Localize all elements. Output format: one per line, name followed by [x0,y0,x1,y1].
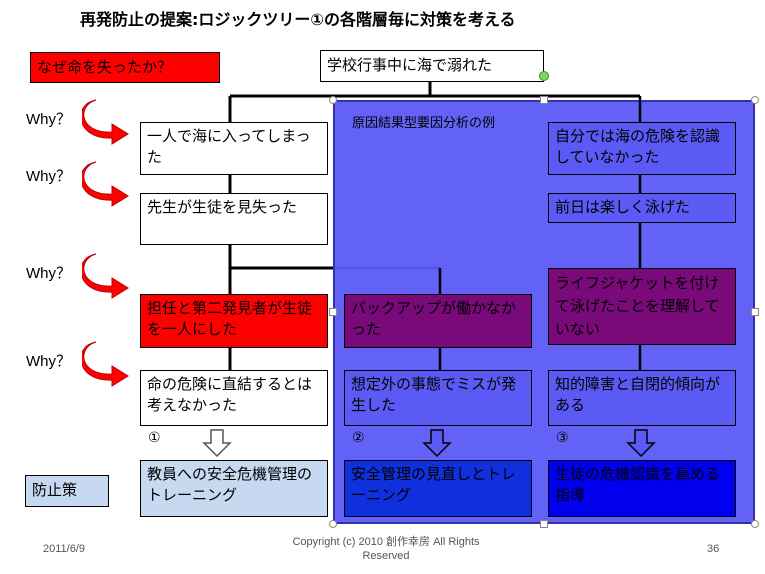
curved-arrow-icon-4 [82,341,129,387]
col2-measure: 安全管理の見直しとトレーニング [344,460,532,517]
col3-node-1: 自分では海の危険を認識していなかった [548,122,736,175]
why-label-3: Why？ [26,265,72,282]
col3-node-2: 前日は楽しく泳げた [548,193,736,223]
resize-handle-bottom[interactable] [540,520,548,528]
col2-node-1: バックアップが働かなかった [344,294,532,348]
down-arrow-icon-3 [626,429,656,458]
resize-handle-top[interactable] [540,96,548,104]
col2-node-2: 想定外の事態でミスが発生した [344,370,532,426]
resize-handle-bottom-right[interactable] [751,520,759,528]
col1-number: ① [148,430,161,446]
col1-measure: 教員への安全危機管理のトレーニング [140,460,328,517]
question-label: なぜ命を失ったか？ [30,52,220,83]
resize-handle-right[interactable] [751,308,759,316]
col1-node-2: 先生が生徒を見失った [140,193,328,245]
col2-number: ② [352,430,365,446]
resize-handle-left[interactable] [329,308,337,316]
down-arrow-icon-2 [422,429,452,458]
col1-node-1: 一人で海に入ってしまった [140,122,328,175]
footer-date: 2011/6/9 [43,543,86,555]
curved-arrow-icon-2 [82,161,129,207]
col3-node-4: 知的障害と自閉的傾向がある [548,370,736,426]
why-label-2: Why？ [26,168,72,185]
col3-measure: 生徒の危機認識を高める指導 [548,460,736,517]
col3-number: ③ [556,430,569,446]
col3-node-3: ライフジャケットを付けて泳げたことを理解していない [548,268,736,345]
footer-copyright: Copyright (c) 2010 創作幸房 All Rights Reser… [292,536,480,562]
rotate-handle[interactable] [539,71,549,81]
overlay-label: 原因結果型要因分析の例 [352,116,496,131]
down-arrow-icon-1 [202,429,232,458]
prevention-label: 防止策 [25,475,109,507]
curved-arrow-icon-3 [82,253,129,299]
resize-handle-top-left[interactable] [329,96,337,104]
curved-arrow-icon-1 [82,99,129,145]
resize-handle-bottom-left[interactable] [329,520,337,528]
why-label-1: Why？ [26,111,72,128]
why-label-4: Why？ [26,353,72,370]
page-number: 36 [707,543,720,555]
col1-node-3: 担任と第二発見者が生徒を一人にした [140,294,328,348]
root-node: 学校行事中に海で溺れた [320,50,544,82]
resize-handle-top-right[interactable] [751,96,759,104]
page-title: 再発防止の提案:ロジックツリー①の各階層毎に対策を考える [80,10,516,29]
col1-node-4: 命の危険に直結するとは考えなかった [140,370,328,426]
